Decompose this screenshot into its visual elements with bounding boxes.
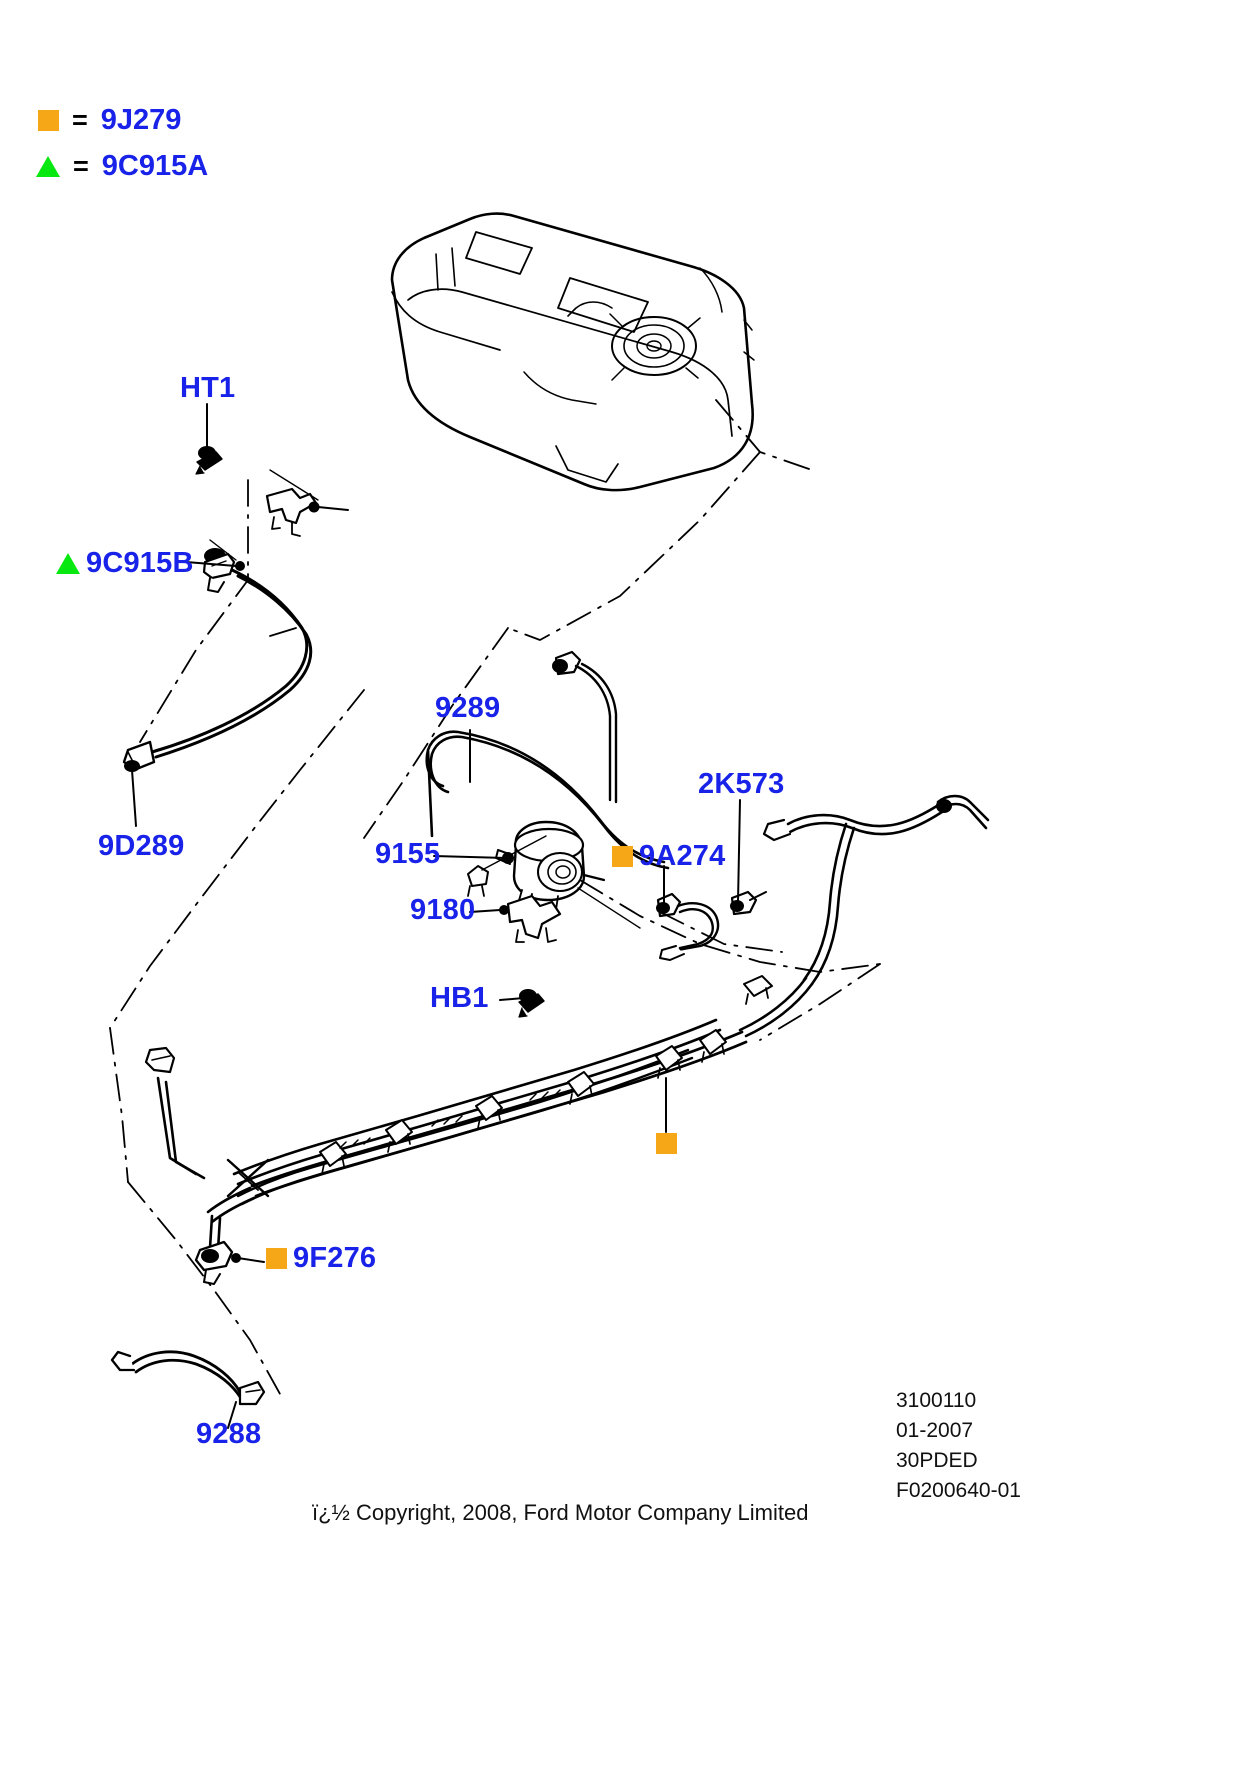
callout-ht1: HT1	[180, 372, 236, 404]
square-marker-icon	[612, 846, 633, 867]
valve-9c915b-part	[202, 548, 245, 593]
callout-9180: 9180	[410, 894, 476, 926]
metadata-line-number: 3100110	[896, 1389, 977, 1412]
metadata-line-figure-id: F0200640-01	[896, 1479, 1021, 1502]
hose-9289-part	[425, 650, 670, 897]
leader-lines	[131, 403, 741, 1429]
legend-row-9J279: = 9J279	[38, 104, 181, 137]
triangle-marker-icon	[56, 553, 80, 574]
rail-left-end-9f276	[144, 1046, 270, 1285]
callout-9155: 9155	[375, 838, 441, 870]
connector-2k573-part	[730, 890, 767, 916]
square-marker-icon	[656, 1133, 677, 1154]
callout-9f276-group: 9F276	[266, 1242, 376, 1275]
callout-9f276: 9F276	[293, 1242, 377, 1274]
fuel-filter-9155-part	[495, 820, 606, 911]
metadata-line-code: 30PDED	[896, 1449, 978, 1472]
copyright-notice: ï¿½ Copyright, 2008, Ford Motor Company …	[312, 1500, 809, 1525]
callout-9c915b-group: 9C915B	[56, 547, 194, 580]
legend-label-9J279: 9J279	[100, 104, 182, 136]
square-marker-icon	[38, 110, 59, 131]
rail-clamps	[319, 1029, 727, 1175]
square-marker-icon	[266, 1248, 287, 1269]
hose-9288-part	[110, 1350, 266, 1406]
callout-9a274: 9A274	[639, 840, 726, 872]
metadata-line-date: 01-2007	[896, 1419, 974, 1442]
callout-2k573: 2K573	[698, 768, 785, 800]
fuel-pipes-right-upper	[738, 794, 990, 1038]
drawing-metadata-block: 3100110 01-2007 30PDED F0200640-01	[896, 1386, 1021, 1506]
callout-9a274-group: 9A274	[612, 840, 725, 873]
main-fuel-line-rail	[232, 1018, 748, 1206]
fuel-tank-illustration	[390, 212, 755, 492]
callout-9289: 9289	[435, 692, 501, 724]
hose-9d289-part	[122, 568, 313, 772]
hb1-bolt-part	[518, 989, 545, 1018]
connector-9a274-part	[656, 892, 720, 961]
ht1-clip-part	[195, 446, 223, 475]
fine-pointer-lines	[209, 469, 641, 929]
assembly-reference-lines	[109, 399, 881, 1395]
triangle-marker-icon	[36, 156, 60, 177]
callout-9288: 9288	[196, 1418, 262, 1450]
legend-label-9C915A: 9C915A	[101, 150, 209, 182]
legend-equals-sign: =	[72, 105, 88, 135]
bracket-9180-part	[499, 894, 562, 943]
callout-9c915b: 9C915B	[86, 547, 194, 579]
callout-hb1: HB1	[430, 982, 489, 1014]
legend-equals-sign: =	[73, 151, 89, 181]
callout-9d289: 9D289	[98, 830, 185, 862]
bracket-9c915a-part	[265, 487, 320, 537]
legend-row-9C915A: = 9C915A	[36, 150, 208, 183]
